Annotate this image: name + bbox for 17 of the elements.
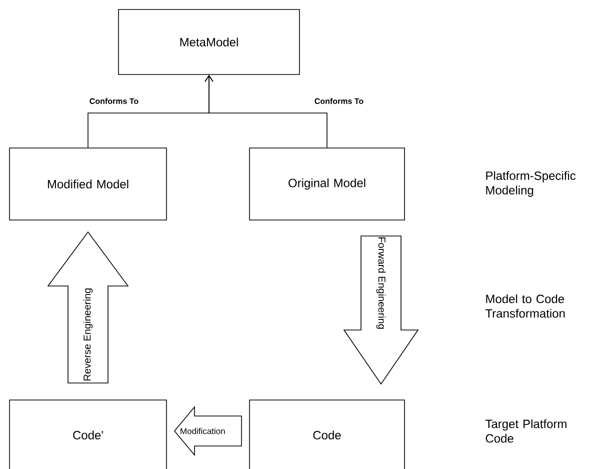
block-arrow — [47, 231, 129, 384]
process-box: Code' — [9, 400, 167, 469]
connector-arrow — [204, 74, 328, 148]
level-label: Platform-Specific Modeling — [486, 171, 576, 197]
block-arrow — [174, 406, 242, 456]
block-arrow — [343, 236, 419, 385]
level-label: Target Platform Code — [485, 419, 566, 443]
process-box: Code — [249, 400, 405, 469]
process-box: Original Model — [249, 148, 405, 220]
edge-label: Forward Engineering — [376, 237, 386, 329]
level-label: Model to Code Transformation — [485, 294, 565, 318]
edge-label: Conforms To — [314, 98, 364, 104]
edge-label: Modification — [180, 428, 225, 434]
process-box: MetaModel — [118, 9, 300, 75]
process-box: Modified Model — [9, 148, 167, 220]
edge-label: Reverse Engineering — [83, 288, 93, 380]
edge-label: Conforms To — [90, 98, 138, 104]
